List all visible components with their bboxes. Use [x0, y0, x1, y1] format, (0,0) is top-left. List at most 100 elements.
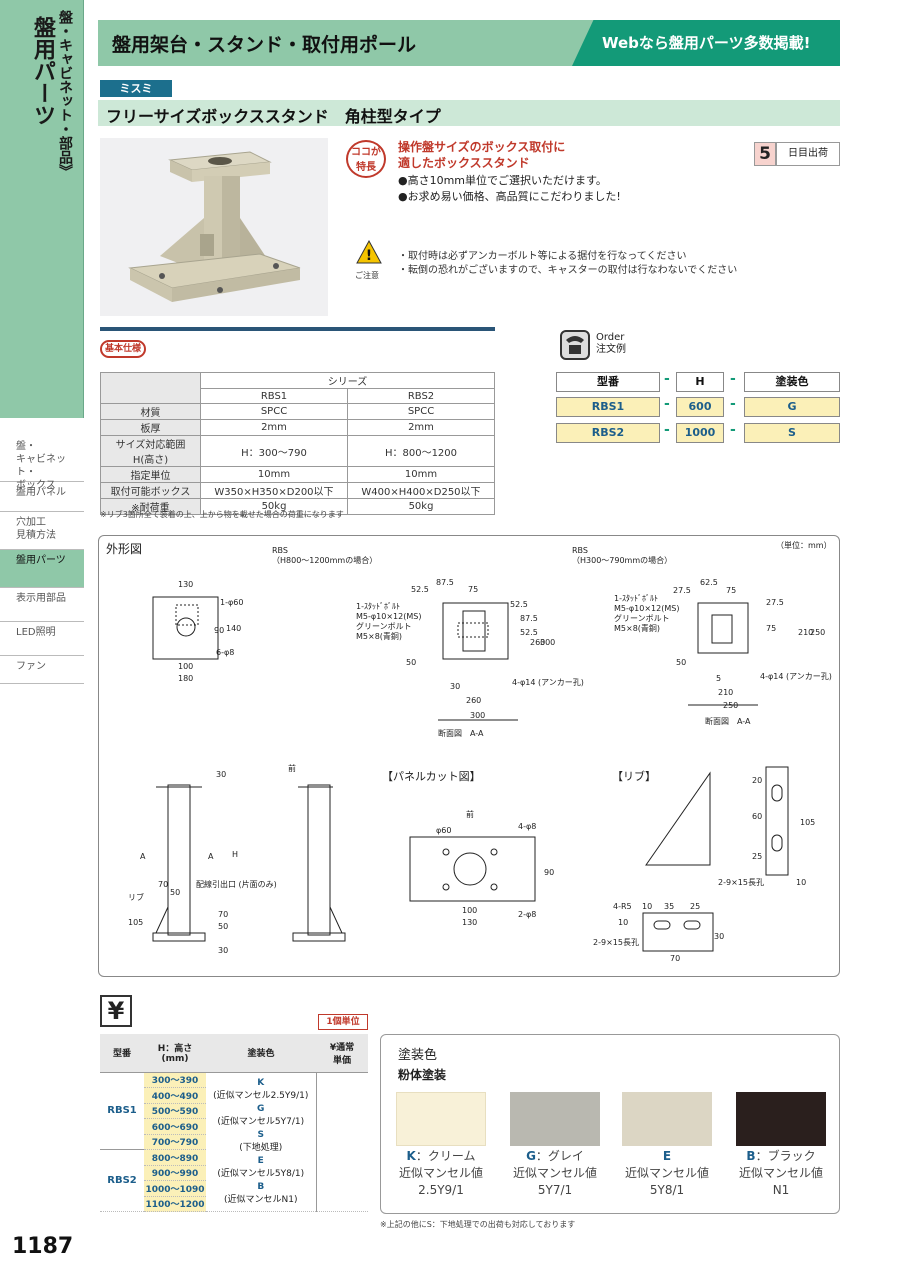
panel-cut-dim: φ60 [436, 826, 451, 835]
rib-dim: 4-R5 [613, 902, 632, 911]
yen-icon: ¥ [100, 995, 132, 1027]
spec-row-label: 板厚 [100, 419, 201, 436]
paint-swatch-color-name: ：ブラック [755, 1149, 816, 1163]
feature-headline-line1: 操作盤サイズのボックス取付に [398, 140, 566, 154]
paint-swatch [622, 1092, 712, 1146]
paint-swatch-code: G [526, 1149, 536, 1163]
paint-swatch-code: K [406, 1149, 416, 1163]
side-view-dim: 70 [218, 910, 228, 919]
sidebar-item[interactable]: 盤用パネル [0, 482, 84, 512]
section-right-dim: 50 [676, 658, 686, 667]
caution-label: ご注意 [355, 271, 379, 280]
section-right-dim: 250 [723, 701, 738, 710]
section-right-dim: 27.5 [766, 598, 784, 607]
top-view-dim: 180 [178, 674, 193, 683]
spec-row-label: 材質 [100, 403, 201, 420]
price-height: 400～490 [144, 1087, 206, 1104]
sidebar-item[interactable]: 盤・ キャビネット・ ボックス [0, 436, 84, 491]
price-paint-line: S [257, 1129, 264, 1140]
shipping-label: 日目出荷 [776, 142, 840, 166]
order-dash: - [664, 422, 670, 438]
side-view-dim: 105 [128, 918, 143, 927]
sidebar-item[interactable]: 盤用パーツ [0, 550, 84, 588]
brand-badge: ミスミ [100, 80, 172, 97]
unit-badge: 1個単位 [318, 1014, 368, 1030]
feature-bullet: ●お求め易い価格、高品質にこだわりました! [398, 190, 621, 203]
paint-swatch-name: E [607, 1148, 727, 1165]
price-row: 600～690 [100, 1118, 368, 1135]
section-left-dim: 260 [466, 696, 481, 705]
sidebar-item[interactable]: LED照明 [0, 622, 84, 656]
order-label: Order 注文例 [596, 332, 626, 356]
section-left-dim: 87.5 [436, 578, 454, 587]
side-view-dim: 30 [216, 770, 226, 779]
sidebar-item[interactable]: 穴加工 見積方法 [0, 512, 84, 550]
price-row: 1000～1090 [100, 1180, 368, 1197]
paint-swatch-munsell-value: N1 [772, 1183, 790, 1197]
caution-line: ・取付時は必ずアンカーボルト等による据付を行なってください [398, 251, 687, 262]
web-banner[interactable]: Webなら盤用パーツ多数掲載! [572, 20, 840, 66]
rib-dim: 10 [796, 878, 806, 887]
section-right-dim: 210 [798, 628, 813, 637]
section-left-dim: 4-φ14 (アンカー孔) [512, 678, 584, 687]
top-view-dim: 100 [178, 662, 193, 671]
section-left-label: 断面図 A-A [438, 729, 484, 738]
spec-value: 50kg [347, 498, 495, 515]
section-left-dim: 50 [406, 658, 416, 667]
spec-value: SPCC [347, 403, 495, 420]
order-cell: G [744, 397, 840, 417]
sidebar-item[interactable]: 表示用部品 [0, 588, 84, 622]
section-right-dim: 210 [718, 688, 733, 697]
spec-value: 10mm [347, 466, 495, 483]
side-view-dim: H [232, 850, 238, 859]
price-height: 300～390 [144, 1072, 206, 1088]
rib-dim: 25 [690, 902, 700, 911]
price-height: 500～590 [144, 1103, 206, 1119]
top-view-dim: 90 [214, 626, 224, 635]
paint-swatch-color-name: ：クリーム [415, 1149, 476, 1163]
order-dash: - [664, 396, 670, 412]
rib-dim: 2-9×15長孔 [593, 938, 639, 947]
section-left-dim: 52.5 [411, 585, 429, 594]
paint-swatch-code: B [746, 1149, 756, 1163]
feature-headline-line2: 適したボックススタンド [398, 156, 530, 170]
side-view-dim: リブ [128, 892, 144, 902]
shipping-days: 5 [754, 142, 776, 166]
order-label-jp: 注文例 [596, 344, 626, 355]
rib-dim: 60 [752, 812, 762, 821]
side-view-dim: 配線引出口 (片面のみ) [196, 879, 277, 889]
paint-swatch-name: K：クリーム [381, 1148, 501, 1165]
rib-dim: 70 [670, 954, 680, 963]
order-cell: S [744, 423, 840, 443]
spec-series-header: シリーズ [200, 372, 495, 389]
rib-dim: 35 [664, 902, 674, 911]
feature-headline: 操作盤サイズのボックス取付に 適したボックススタンド [398, 139, 565, 171]
feature-badge: ココが 特長 [346, 140, 386, 178]
spec-col-header: RBS1 [200, 388, 348, 404]
product-photo [100, 138, 328, 316]
spec-value: W400×H400×D250以下 [347, 482, 495, 499]
price-model: RBS1 [100, 1072, 144, 1150]
order-cell: RBS1 [556, 397, 660, 417]
order-cell: 1000 [676, 423, 724, 443]
caution-text: ・取付時は必ずアンカーボルト等による据付を行なってください ・転倒の恐れがござい… [398, 250, 737, 278]
section-left-dim: 300 [470, 711, 485, 720]
side-view-dim: 50 [218, 922, 228, 931]
price-height: 900～990 [144, 1165, 206, 1181]
price-paint-line: (近似マンセルN1) [224, 1194, 298, 1205]
price-height: 700～790 [144, 1134, 206, 1150]
rib-label: 【リブ】 [612, 770, 656, 783]
drawing-unit: （単位：mm） [776, 541, 832, 550]
rib-dim: 10 [618, 918, 628, 927]
price-header: ¥通常 単価 [316, 1034, 368, 1073]
sidebar-item[interactable]: ファン [0, 656, 84, 684]
section-right-dim: 62.5 [700, 578, 718, 587]
